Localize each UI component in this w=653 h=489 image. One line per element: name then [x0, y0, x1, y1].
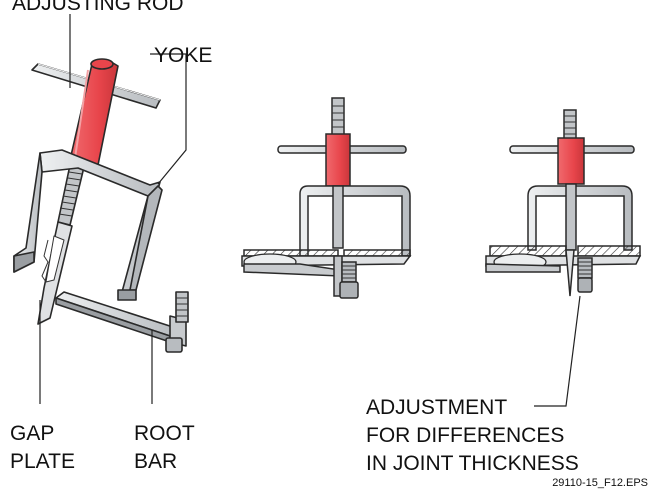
- label-root: ROOT: [134, 422, 195, 445]
- yoke: [13, 149, 163, 301]
- leader-lines-left: [39, 14, 187, 404]
- yoke-leader: [150, 53, 187, 185]
- label-bar: BAR: [134, 450, 177, 473]
- label-gap: GAP: [10, 422, 54, 445]
- exploded-gauge: [13, 58, 189, 353]
- label-plate: PLATE: [10, 450, 75, 473]
- threaded-shaft: [57, 164, 85, 226]
- label-adjusting-rod: ADJUSTING ROD: [12, 0, 184, 15]
- adjustment-leader: [534, 295, 581, 407]
- gauge-on-joint-right: [485, 109, 642, 297]
- label-yoke: YOKE: [154, 44, 212, 67]
- figure-id: 29110-15_F12.EPS: [552, 477, 648, 489]
- gauge-on-joint-middle: [241, 97, 412, 299]
- label-adjustment-line3: IN JOINT THICKNESS: [366, 452, 579, 475]
- gap-plate: [37, 221, 73, 325]
- diagram-labels: ADJUSTING ROD YOKE GAP PLATE ROOT BAR AD…: [10, 0, 579, 475]
- label-adjustment-line1: ADJUSTMENT: [366, 396, 507, 419]
- root-bar: [55, 291, 189, 353]
- label-adjustment-line2: FOR DIFFERENCES: [366, 424, 564, 447]
